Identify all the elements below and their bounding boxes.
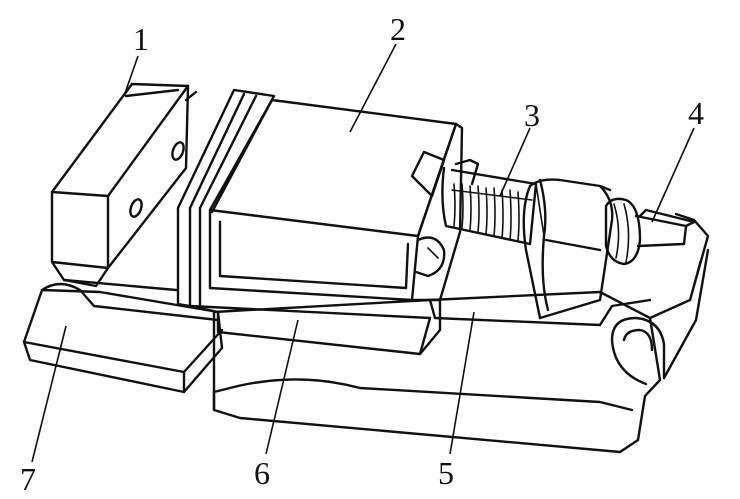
part-3-lead-screw	[441, 158, 538, 246]
leader-4	[651, 127, 695, 223]
leader-7	[31, 325, 67, 463]
vise-base	[212, 212, 710, 454]
label-1: 1	[133, 21, 149, 57]
label-3: 3	[524, 97, 540, 133]
part-7-fixed-base	[22, 282, 224, 394]
part-2-movable-jaw	[176, 88, 464, 356]
label-4: 4	[688, 95, 704, 131]
part-labels: 1 2 3 4 5 6 7	[20, 11, 704, 497]
leader-6	[265, 319, 299, 455]
label-7: 7	[20, 461, 36, 497]
label-5: 5	[438, 455, 454, 491]
leader-5	[449, 311, 475, 455]
leader-1	[123, 55, 139, 97]
label-2: 2	[390, 11, 406, 47]
part-4-screw-end	[604, 197, 696, 266]
leader-3	[499, 127, 531, 197]
leader-2	[349, 43, 397, 133]
screw-bracket	[522, 178, 614, 320]
label-6: 6	[254, 455, 270, 491]
leader-lines	[31, 43, 695, 463]
part-1-fixed-jaw	[50, 82, 198, 292]
